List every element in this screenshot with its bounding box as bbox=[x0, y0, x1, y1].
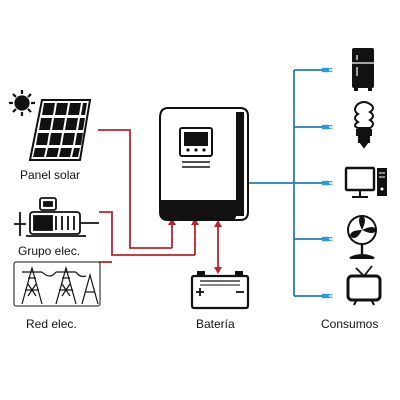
inverter-icon bbox=[159, 107, 249, 221]
battery-icon bbox=[190, 271, 250, 310]
arrowheads bbox=[168, 218, 222, 274]
sun-icon bbox=[9, 90, 35, 116]
fan-icon bbox=[347, 215, 377, 259]
plug-icon bbox=[321, 236, 334, 242]
solar-panel-icon bbox=[28, 99, 92, 161]
plug-icon bbox=[321, 293, 334, 299]
computer-icon bbox=[344, 166, 387, 198]
plug-icon bbox=[321, 67, 334, 73]
plug-icon bbox=[321, 124, 334, 130]
generator-icon bbox=[14, 197, 99, 237]
fridge-icon bbox=[352, 48, 374, 91]
input-lines bbox=[98, 129, 219, 268]
solar-panel-label: Panel solar bbox=[20, 168, 81, 182]
bulb-icon bbox=[354, 101, 374, 149]
loads-label: Consumos bbox=[321, 317, 379, 331]
tv-icon bbox=[346, 265, 382, 306]
power-tower-icon bbox=[13, 261, 101, 307]
generator-label: Grupo elec. bbox=[18, 244, 81, 258]
plug-icon bbox=[321, 180, 334, 186]
output-lines bbox=[248, 69, 322, 297]
grid-label: Red elec. bbox=[26, 317, 77, 331]
plug-icons bbox=[321, 67, 334, 299]
battery-label: Batería bbox=[196, 317, 235, 331]
